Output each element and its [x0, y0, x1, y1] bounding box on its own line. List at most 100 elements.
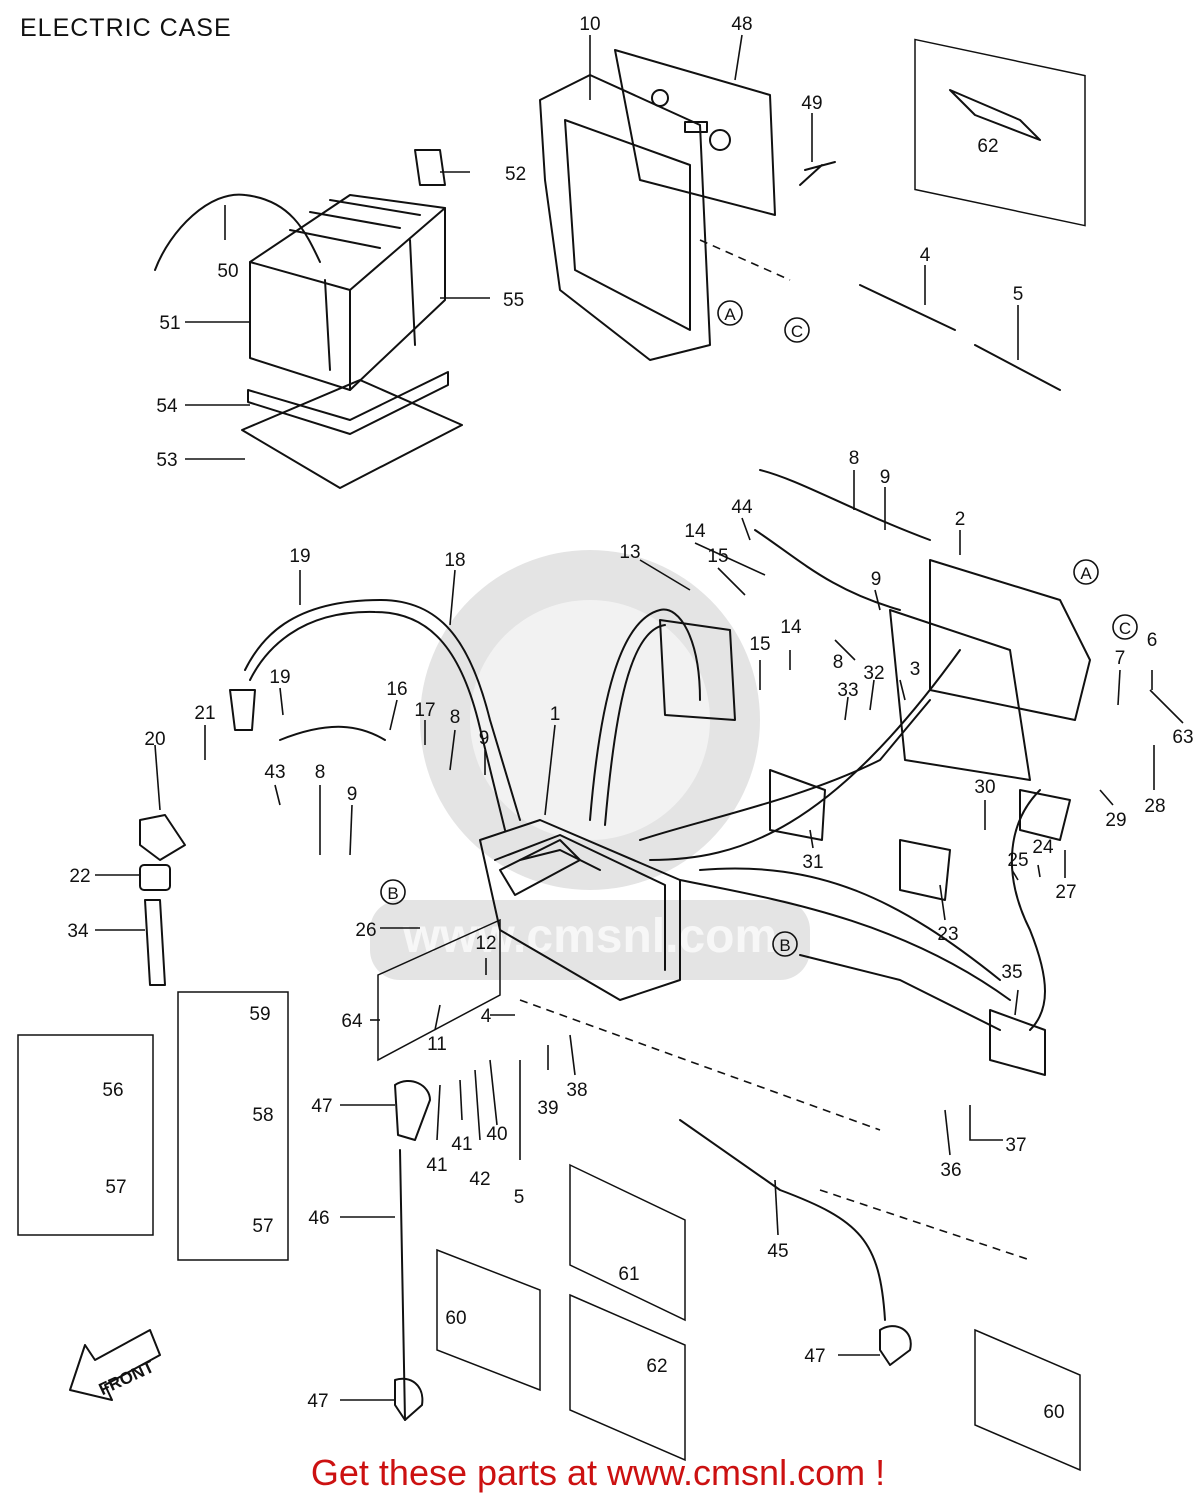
callout: 48 — [731, 14, 752, 35]
callout: 9 — [347, 784, 358, 805]
left-parts — [139, 689, 912, 1421]
front-arrow-label: FRONT — [96, 1357, 158, 1399]
callout: 14 — [684, 521, 706, 542]
inset-60-right — [974, 1328, 1081, 1472]
callout: 8 — [315, 762, 326, 783]
callout: 27 — [1055, 882, 1076, 903]
callout: 11 — [427, 1034, 447, 1055]
callout: 6 — [1147, 630, 1158, 651]
callout: 22 — [69, 866, 90, 887]
callout: 8 — [450, 707, 461, 728]
callout: 58 — [252, 1105, 273, 1126]
callout: 47 — [804, 1346, 825, 1367]
callout: 41 — [426, 1155, 447, 1176]
callout: 20 — [144, 729, 165, 750]
ref-mark-c-1: C — [791, 322, 803, 341]
callout: 34 — [67, 921, 89, 942]
wire-harness — [244, 469, 1046, 1421]
callout: 13 — [619, 542, 640, 563]
watermark-text: www.cmsnl.com — [402, 910, 777, 963]
callout: 9 — [880, 467, 891, 488]
page-title: ELECTRIC CASE — [20, 14, 232, 42]
callout: 16 — [386, 679, 407, 700]
callout: 2 — [955, 509, 966, 530]
callout: 51 — [159, 313, 180, 334]
callout: 4 — [920, 245, 931, 266]
callout: 36 — [940, 1160, 961, 1181]
callout: 45 — [767, 1241, 788, 1262]
ref-mark-c-2: C — [1119, 619, 1131, 638]
callout: 43 — [264, 762, 285, 783]
callout: 1 — [550, 704, 561, 725]
callout: 35 — [1001, 962, 1022, 983]
ref-mark-a-2: A — [1080, 564, 1092, 583]
callout-labels: 10 48 49 62 52 50 51 55 54 53 4 5 8 9 2 … — [67, 14, 1193, 1423]
callout: 7 — [1115, 648, 1126, 669]
callout: 56 — [102, 1080, 123, 1101]
callout: 26 — [355, 920, 376, 941]
callout: 5 — [1013, 284, 1024, 305]
callout: 49 — [801, 93, 822, 114]
callout: 32 — [863, 663, 884, 684]
callout: 62 — [646, 1356, 667, 1377]
ref-mark-b-2: B — [779, 936, 790, 955]
callout: 31 — [802, 852, 823, 873]
callout: 3 — [910, 659, 921, 680]
callout: 5 — [514, 1187, 525, 1208]
callout: 59 — [249, 1004, 270, 1025]
inset-58-59-57 — [177, 991, 289, 1261]
callout: 9 — [871, 569, 882, 590]
reference-marks: A C A C B B — [380, 300, 1138, 957]
watermark-logo: www.cmsnl.com — [370, 550, 810, 980]
battery — [154, 149, 463, 489]
callout: 9 — [479, 728, 490, 749]
callout: 8 — [833, 652, 844, 673]
front-arrow: FRONT — [69, 1329, 161, 1401]
callout: 21 — [194, 703, 215, 724]
inset-60-left — [436, 1248, 541, 1392]
callout: 55 — [503, 290, 524, 311]
inset-56-57 — [17, 1034, 154, 1236]
callout: 50 — [217, 261, 238, 282]
callout: 60 — [1043, 1402, 1064, 1423]
callout: 61 — [618, 1264, 639, 1285]
ref-mark-b-1: B — [387, 884, 398, 903]
callout: 42 — [469, 1169, 490, 1190]
callout: 19 — [269, 667, 290, 688]
callout: 54 — [156, 396, 178, 417]
inset-11-64 — [377, 918, 501, 1062]
callout: 25 — [1007, 850, 1028, 871]
callout: 52 — [505, 164, 526, 185]
callout: 57 — [252, 1216, 273, 1237]
callout: 60 — [445, 1308, 466, 1329]
callout: 14 — [780, 617, 802, 638]
inset-62-bottom — [569, 1293, 686, 1462]
callout: 19 — [289, 546, 310, 567]
callout: 15 — [749, 634, 770, 655]
callout: 18 — [444, 550, 465, 571]
callout: 12 — [475, 933, 496, 954]
callout: 28 — [1144, 796, 1165, 817]
callout: 44 — [731, 497, 753, 518]
callout: 47 — [311, 1096, 332, 1117]
callout: 62 — [977, 136, 998, 157]
callout: 38 — [566, 1080, 587, 1101]
callout: 29 — [1105, 810, 1126, 831]
case-cover — [539, 49, 836, 361]
callout: 46 — [308, 1208, 329, 1229]
callout: 37 — [1005, 1135, 1026, 1156]
callout: 47 — [307, 1391, 328, 1412]
callout: 33 — [837, 680, 858, 701]
callout: 8 — [849, 448, 860, 469]
inset-61 — [569, 1163, 686, 1322]
callout: 10 — [579, 14, 600, 35]
inset-62-top — [914, 38, 1086, 227]
callout: 40 — [486, 1124, 507, 1145]
footer-link[interactable]: Get these parts at www.cmsnl.com ! — [310, 1452, 886, 1493]
callout: 57 — [105, 1177, 126, 1198]
callout: 15 — [707, 546, 728, 567]
callout: 39 — [537, 1098, 558, 1119]
ref-mark-a-1: A — [724, 305, 736, 324]
